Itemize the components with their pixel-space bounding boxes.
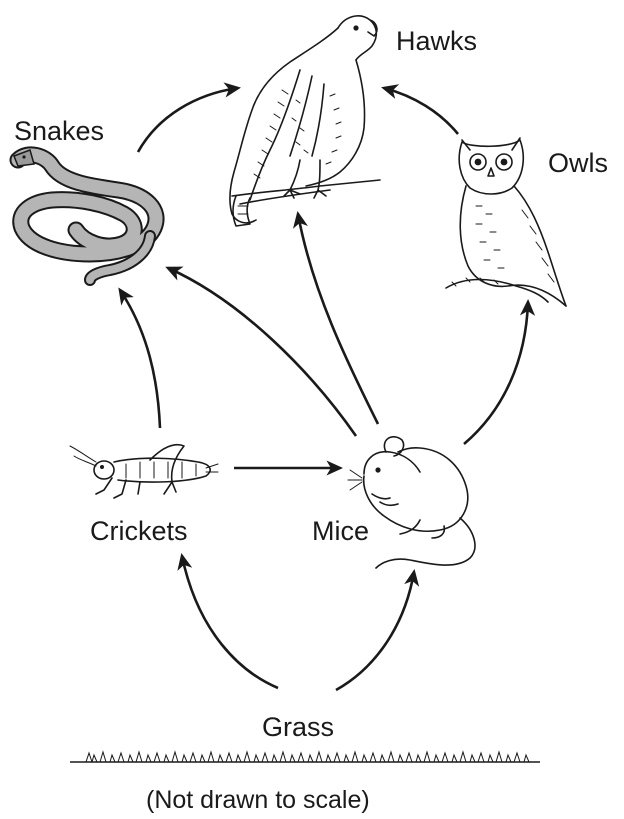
- arrow-crickets-to-snakes: [120, 290, 160, 428]
- arrow-snakes-to-hawks: [138, 88, 238, 152]
- arrow-grass-to-crickets: [182, 556, 278, 688]
- arrow-grass-to-mice: [336, 572, 414, 690]
- grass-icon: [70, 752, 540, 762]
- arrow-mice-to-hawks: [298, 214, 378, 424]
- label-hawks: Hawks: [396, 26, 477, 56]
- snake-icon: [14, 150, 156, 280]
- cricket-icon: [70, 445, 218, 498]
- caption-not-to-scale: (Not drawn to scale): [146, 786, 370, 814]
- label-owls: Owls: [548, 148, 608, 178]
- arrow-mice-to-owls: [464, 302, 528, 444]
- mouse-icon: [348, 437, 475, 568]
- label-grass: Grass: [262, 712, 334, 742]
- label-crickets: Crickets: [90, 516, 188, 546]
- hawk-icon: [230, 16, 380, 226]
- arrow-owls-to-hawks: [384, 88, 458, 134]
- label-mice: Mice: [312, 516, 369, 546]
- arrow-mice-to-snakes: [168, 268, 356, 436]
- label-snakes: Snakes: [14, 116, 104, 146]
